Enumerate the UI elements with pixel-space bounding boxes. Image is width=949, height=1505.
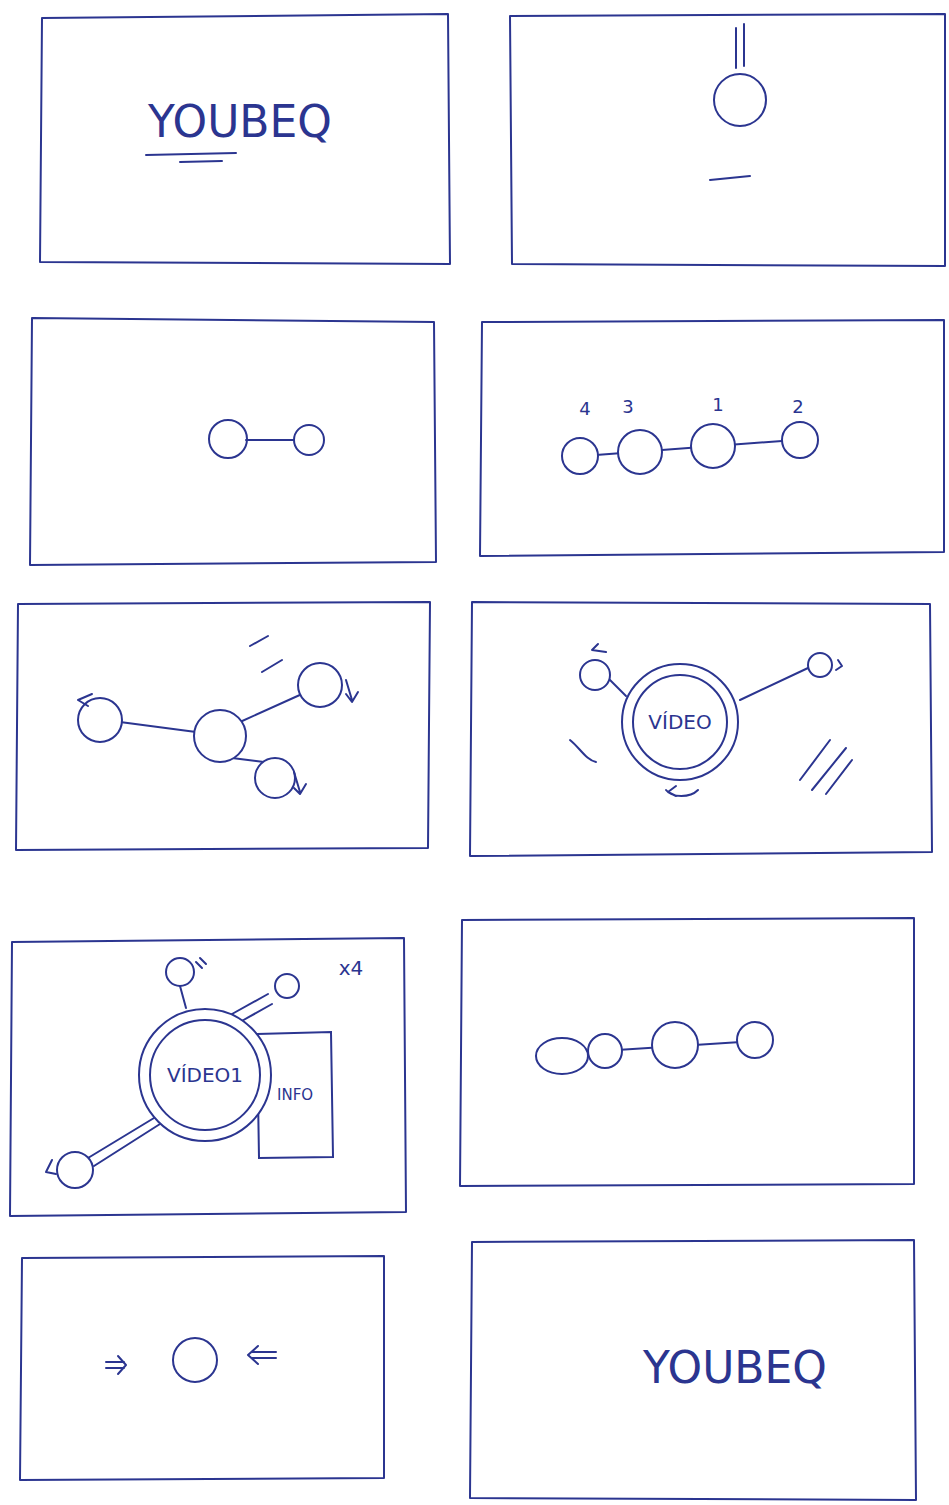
underline	[146, 153, 236, 155]
rotating-molecule	[78, 636, 358, 798]
frame	[480, 320, 944, 556]
callout-number: 1	[708, 394, 728, 415]
ball	[255, 758, 295, 798]
ball	[618, 430, 662, 474]
node-text: INFO	[277, 1086, 313, 1104]
motion-lines	[196, 958, 206, 968]
ball	[166, 958, 194, 986]
frame	[510, 14, 945, 266]
spin-arrow	[666, 786, 698, 796]
callout-number: 4	[575, 398, 595, 419]
node-text: VÍDEO	[648, 710, 711, 734]
four-balls	[562, 422, 818, 474]
shadow-line	[710, 176, 750, 180]
frame	[460, 918, 914, 1186]
ball	[275, 974, 299, 998]
ball	[652, 1022, 698, 1068]
motion-lines	[570, 740, 596, 762]
frame	[470, 602, 932, 856]
logo-text: YOUBEQ	[615, 1342, 855, 1393]
rod	[88, 1118, 154, 1158]
callout-number: 3	[618, 396, 638, 417]
ball	[782, 422, 818, 458]
spin-arrow	[46, 1160, 56, 1174]
single-ball	[106, 1338, 276, 1382]
logo-underline	[146, 153, 236, 162]
rod	[240, 694, 302, 722]
node-text: VÍDEO1	[167, 1063, 243, 1087]
frame	[10, 938, 406, 1216]
rod	[232, 758, 264, 762]
ball	[536, 1038, 588, 1074]
ball	[209, 420, 247, 458]
frame	[20, 1256, 384, 1480]
video-molecule	[570, 644, 852, 796]
ball	[194, 710, 246, 762]
rod	[180, 986, 186, 1008]
ball	[173, 1338, 217, 1382]
rod	[608, 678, 626, 696]
underline	[180, 161, 222, 162]
converge-arrow	[106, 1356, 126, 1374]
frame	[16, 602, 430, 850]
spin-arrow	[836, 660, 842, 670]
outer-ring	[622, 664, 738, 780]
callout-number: x4	[326, 956, 376, 980]
motion-lines	[800, 740, 852, 794]
rod	[94, 1124, 160, 1166]
falling-ball	[710, 24, 766, 180]
ball	[691, 424, 735, 468]
rod	[740, 668, 808, 700]
spin-arrow	[592, 644, 606, 652]
storyboard-frames	[10, 14, 945, 1500]
ball	[737, 1022, 773, 1058]
logo-text: YOUBEQ	[120, 96, 360, 147]
converge-arrow	[248, 1346, 276, 1364]
motion-lines	[250, 636, 282, 672]
frame	[30, 318, 436, 565]
ball	[562, 438, 598, 474]
frame	[40, 14, 450, 264]
motion-lines	[736, 24, 744, 68]
ball	[714, 74, 766, 126]
inner-ring	[150, 1020, 260, 1130]
ball	[298, 663, 342, 707]
merging-balls	[536, 1022, 773, 1074]
rod	[246, 439, 294, 441]
ball	[808, 653, 832, 677]
video-node: VÍDEO	[620, 662, 740, 782]
ball	[588, 1034, 622, 1068]
ball	[294, 425, 324, 455]
spin-arrow	[346, 680, 358, 702]
ball	[580, 660, 610, 690]
frame	[470, 1240, 916, 1500]
spin-arrow	[78, 694, 92, 706]
spin-arrow	[294, 772, 306, 794]
info-outline	[257, 1032, 333, 1158]
video-node: VÍDEO1	[137, 1007, 273, 1143]
callout-number: 2	[788, 396, 808, 417]
two-balls	[209, 420, 324, 458]
ball	[57, 1152, 93, 1188]
rod	[120, 722, 196, 732]
outer-ring	[139, 1009, 271, 1141]
inner-ring	[633, 675, 727, 769]
